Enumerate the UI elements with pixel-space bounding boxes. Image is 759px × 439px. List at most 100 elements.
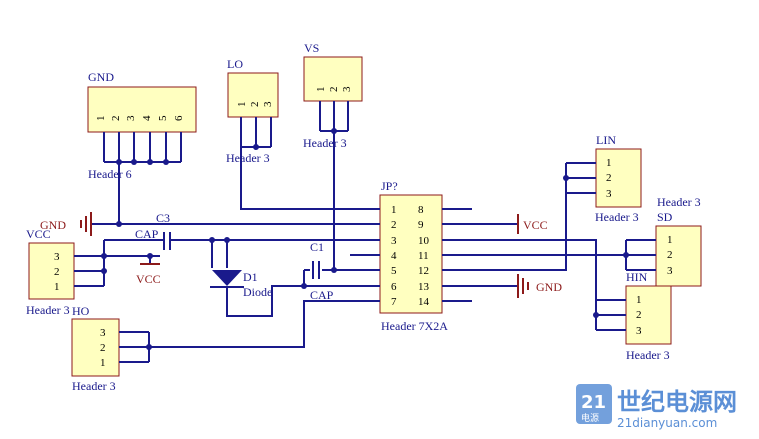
hin-pin: 1 xyxy=(636,294,642,306)
lin-pin: 3 xyxy=(606,188,612,200)
sd-pin: 2 xyxy=(667,249,673,261)
vcc-bottom-label: VCC xyxy=(136,272,161,286)
vcc-hdr-pin: 2 xyxy=(54,266,60,278)
header6-pin: 2 xyxy=(110,116,122,122)
c1-value: CAP xyxy=(310,288,334,302)
ho-hdr-pin: 3 xyxy=(100,327,106,339)
hin-name: Header 3 xyxy=(626,348,670,362)
vcc-hdr-pin: 3 xyxy=(54,251,60,263)
header6-component: GND 1 2 3 4 5 6 Header 6 xyxy=(87,70,197,181)
lin-name: Header 3 xyxy=(595,210,639,224)
gnd-right-label: GND xyxy=(536,280,562,294)
lo-pin: 3 xyxy=(262,101,274,107)
header6-ref: GND xyxy=(88,70,114,84)
d1-diode: D1 Diode xyxy=(210,270,272,299)
jp-pin: 14 xyxy=(418,296,430,308)
ho-hdr-ref: HO xyxy=(72,304,90,318)
ho-header-component: HO 3 2 1 Header 3 xyxy=(71,304,152,393)
jp-pin: 8 xyxy=(418,204,424,216)
watermark-badge: 21 xyxy=(581,392,606,413)
gnd-symbol-left: GND xyxy=(40,212,92,236)
jp-pin: 1 xyxy=(391,204,397,216)
hin-body xyxy=(625,285,672,345)
ho-hdr-pin: 2 xyxy=(100,342,106,354)
lo-name: Header 3 xyxy=(226,151,270,165)
vcc-hdr-pin: 1 xyxy=(54,281,60,293)
hin-pin: 2 xyxy=(636,309,642,321)
vcc-hdr-name: Header 3 xyxy=(26,303,70,317)
sd-ref: SD xyxy=(657,210,673,224)
jp-right-pins: 8 9 10 11 12 13 14 xyxy=(418,204,430,308)
jp-pin: 10 xyxy=(418,235,430,247)
sd-body xyxy=(655,225,702,287)
watermark-logo: 21 电源 世纪电源网 21dianyuan.com xyxy=(576,384,737,430)
vs-header-component: VS 1 2 3 Header 3 xyxy=(303,41,363,150)
c1-ref: C1 xyxy=(310,240,324,254)
jp-header-component: JP? 1 2 3 4 5 6 7 8 9 10 11 12 13 14 xyxy=(350,179,472,333)
lin-body xyxy=(595,148,642,208)
c3-ref: C3 xyxy=(156,211,170,225)
watermark-url: 21dianyuan.com xyxy=(617,416,717,430)
jp-pin: 7 xyxy=(391,296,397,308)
header6-pin: 1 xyxy=(95,116,107,122)
ho-hdr-name: Header 3 xyxy=(72,379,116,393)
ho-hdr-pin: 1 xyxy=(100,357,106,369)
c3-value: CAP xyxy=(135,227,159,241)
sd-pin: 3 xyxy=(667,265,673,277)
watermark-badge-sub: 电源 xyxy=(581,412,599,424)
jp-left-pins: 1 2 3 4 5 6 7 xyxy=(391,204,397,308)
vs-pin: 2 xyxy=(328,87,340,93)
jp-pin: 11 xyxy=(418,250,429,262)
jp-pin: 5 xyxy=(391,265,397,277)
header6-pin: 5 xyxy=(157,115,169,121)
jp-body xyxy=(379,194,443,314)
vs-ref: VS xyxy=(304,41,319,55)
lo-pin: 2 xyxy=(249,102,261,108)
header6-pin: 6 xyxy=(173,115,185,121)
header6-body xyxy=(87,86,197,133)
c1-capacitor: C1 CAP xyxy=(310,240,334,302)
d1-ref: D1 xyxy=(243,270,258,284)
jp-pin: 13 xyxy=(418,281,430,293)
gnd-symbol-right: GND xyxy=(517,274,562,298)
c3-capacitor: C3 CAP xyxy=(135,211,176,250)
jp-name: Header 7X2A xyxy=(381,319,448,333)
net-wires xyxy=(91,131,626,348)
vcc-right-label: VCC xyxy=(523,218,548,232)
hin-ref: HIN xyxy=(626,270,648,284)
jp-pin: 4 xyxy=(391,250,397,262)
header6-pin-numbers: 1 2 3 4 5 6 xyxy=(95,115,185,121)
header6-pin: 4 xyxy=(141,115,153,121)
vcc-symbol-bottom: VCC xyxy=(136,263,161,286)
d1-value: Diode xyxy=(243,285,272,299)
sd-name: Header 3 xyxy=(657,195,701,209)
lin-pin: 2 xyxy=(606,172,612,184)
vs-pin: 3 xyxy=(341,86,353,92)
jp-pin: 2 xyxy=(391,219,397,231)
jp-pin: 9 xyxy=(418,219,424,231)
jp-pin: 3 xyxy=(391,235,397,247)
jp-pin: 12 xyxy=(418,265,429,277)
vs-body xyxy=(303,56,363,102)
vcc-hdr-body xyxy=(28,242,75,300)
lin-header-component: LIN 1 2 3 Header 3 xyxy=(563,133,642,224)
vcc-hdr-ref: VCC xyxy=(26,227,51,241)
header6-pin: 3 xyxy=(125,115,137,121)
lin-pin: 1 xyxy=(606,157,612,169)
lo-ref: LO xyxy=(227,57,243,71)
vcc-symbol-right: VCC xyxy=(517,214,548,234)
vs-name: Header 3 xyxy=(303,136,347,150)
sd-pin: 1 xyxy=(667,234,673,246)
gnd-left-label: GND xyxy=(40,218,66,232)
ho-hdr-body xyxy=(71,318,120,377)
vcc-header-component: VCC 3 2 1 Header 3 xyxy=(26,227,107,317)
vs-pin: 1 xyxy=(315,87,327,93)
hin-pin: 3 xyxy=(636,325,642,337)
lo-header-component: LO 1 2 3 Header 3 xyxy=(226,57,279,165)
lin-ref: LIN xyxy=(596,133,616,147)
header6-name: Header 6 xyxy=(88,167,132,181)
jp-pin: 6 xyxy=(391,281,397,293)
hin-header-component: HIN 1 2 3 Header 3 xyxy=(593,270,672,362)
